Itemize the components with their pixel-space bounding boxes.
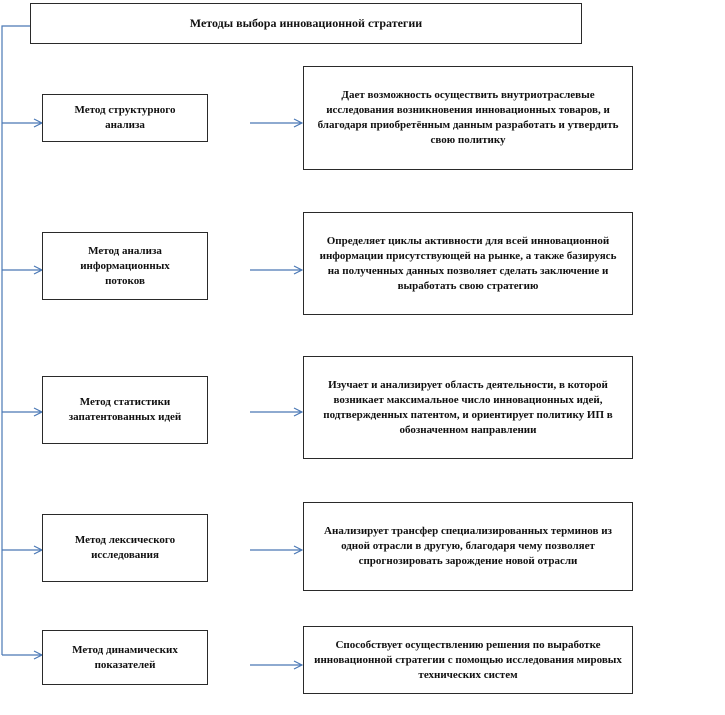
description-structural-analysis: Дает возможность осуществить внутриотрас… <box>303 66 633 170</box>
method-structural-analysis: Метод структурного анализа <box>42 94 208 142</box>
description-dynamic-indicators: Способствует осуществлению решения по вы… <box>303 626 633 694</box>
diagram-title: Методы выбора инновационной стратегии <box>30 3 582 44</box>
method-lexical-research: Метод лексического исследования <box>42 514 208 582</box>
description-information-flows: Определяет циклы активности для всей инн… <box>303 212 633 315</box>
method-information-flows: Метод анализа информационных потоков <box>42 232 208 300</box>
description-lexical-research: Анализирует трансфер специализированных … <box>303 502 633 591</box>
description-patent-statistics: Изучает и анализирует область деятельнос… <box>303 356 633 459</box>
method-patent-statistics: Метод статистики запатентованных идей <box>42 376 208 444</box>
spine-line <box>1 25 30 655</box>
method-dynamic-indicators: Метод динамических показателей <box>42 630 208 685</box>
